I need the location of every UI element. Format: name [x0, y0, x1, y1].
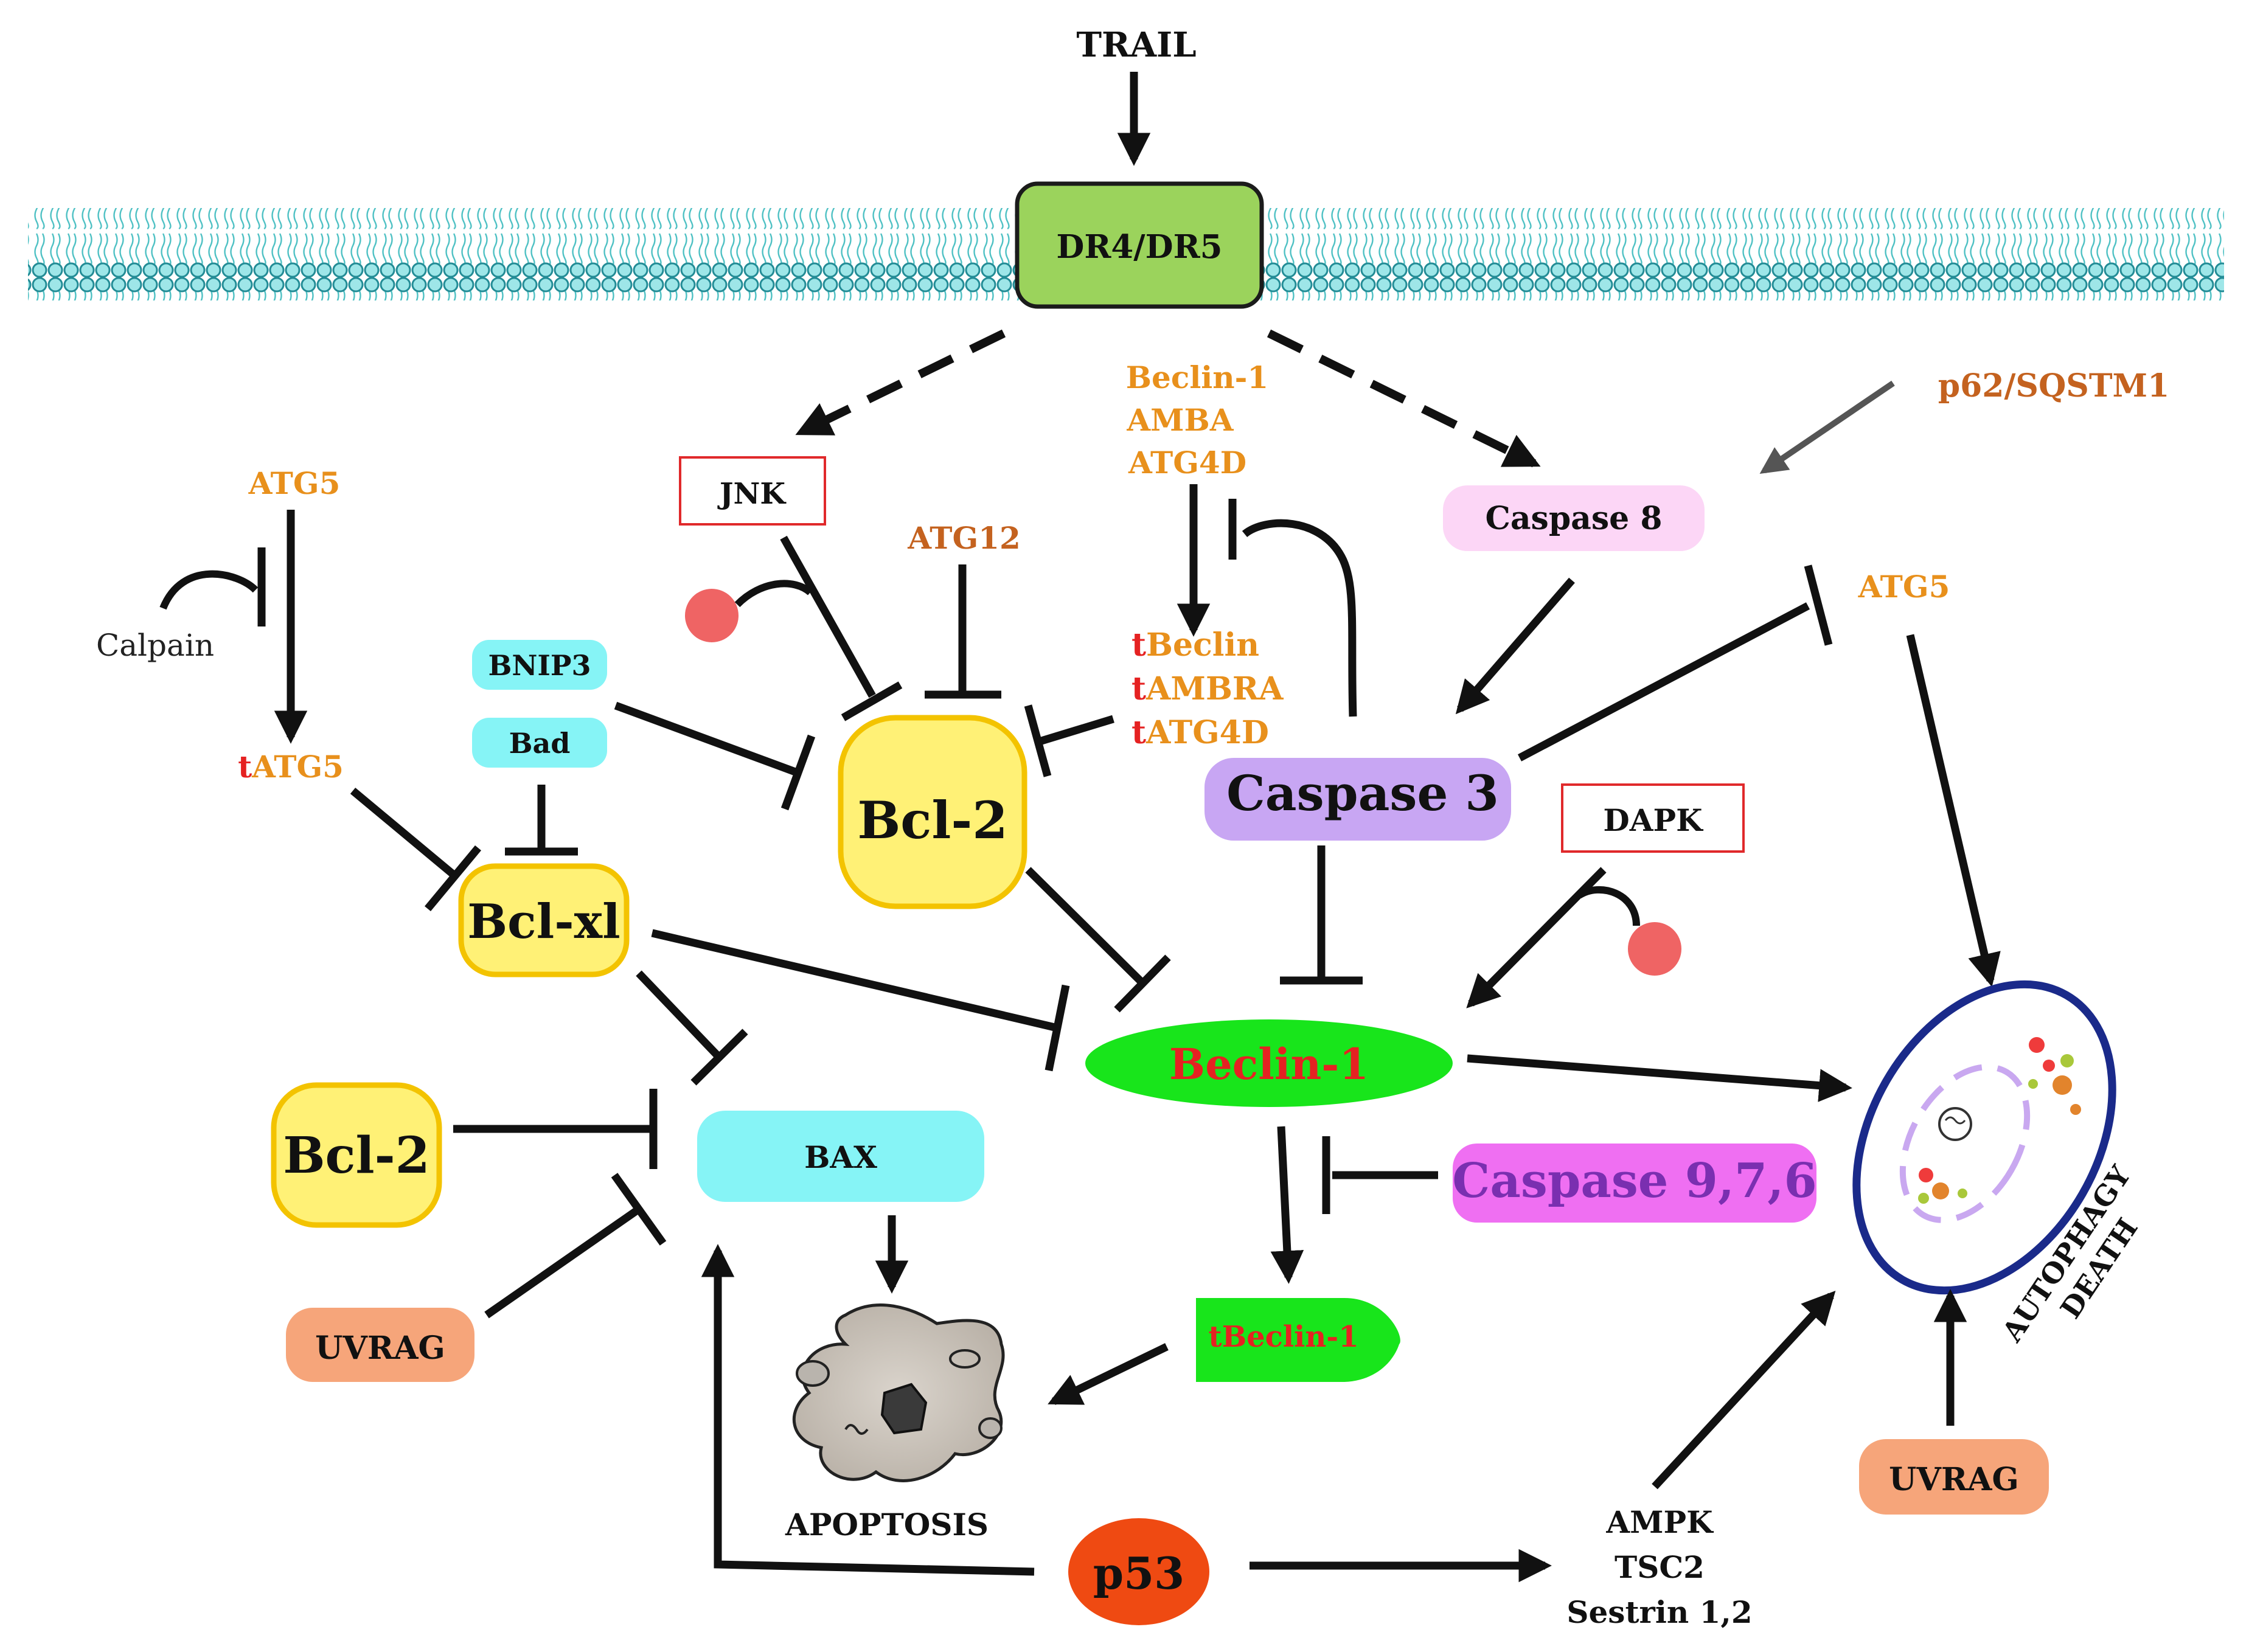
svg-text:JNK: JNK [717, 477, 787, 511]
beclin-group-line-2: AMBA [1126, 402, 1234, 438]
apoptotic-cell-illustration [792, 1303, 1005, 1482]
jnk-inhibitor-curve [734, 580, 813, 608]
truncated-line-1: tBeclin [1131, 626, 1259, 664]
inhibitor-dot-dapk [1628, 922, 1681, 976]
svg-text:Bcl-2: Bcl-2 [283, 1126, 429, 1185]
svg-text:UVRAG: UVRAG [315, 1330, 445, 1367]
receptor-to-jnk-dashed-arrow [795, 329, 1006, 436]
bclxl-inhibits-beclin1-line [651, 929, 1058, 1032]
truncated-inhibits-bcl2-line [1040, 715, 1114, 745]
receptor-label: DR4/DR5 [1056, 228, 1222, 266]
svg-text:Bcl-xl: Bcl-xl [467, 894, 620, 949]
uvrag-inhibits-bax-bar [611, 1173, 667, 1246]
bcl-2-lower-box: Bcl-2 [271, 1082, 442, 1228]
svg-text:BAX: BAX [804, 1139, 877, 1175]
svg-text:Caspase 9,7,6: Caspase 9,7,6 [1452, 1153, 1816, 1209]
svg-text:BNIP3: BNIP3 [488, 649, 591, 682]
dr4-dr5-receptor: DR4/DR5 [1015, 181, 1264, 309]
uvrag-inhibits-bax-line [484, 1206, 641, 1319]
truncated-inhibits-bcl2-bar [1024, 704, 1052, 777]
beclin-group-line-3: ATG4D [1128, 445, 1246, 481]
tbeclin-1-shape: tBeclin-1 [1196, 1298, 1400, 1382]
apoptosis-label: APOPTOSIS [785, 1507, 989, 1543]
bnip3-box: BNIP3 [472, 640, 607, 690]
beclin-1-ellipse: Beclin-1 [1085, 1019, 1453, 1107]
atg5-to-autophagy-arrow [1906, 634, 2001, 987]
tatg5-inhibits-bclxl-bar [424, 845, 482, 912]
truncated-line-3: tATG4D [1131, 714, 1269, 751]
svg-text:tBeclin-1: tBeclin-1 [1208, 1320, 1358, 1354]
ampk-to-autophagy-arrow [1652, 1290, 1836, 1490]
beclin1-to-tbeclin1-arrow [1270, 1126, 1304, 1284]
bcl2-inhibits-beclin1-line [1025, 867, 1145, 986]
p53-ellipse: p53 [1068, 1518, 1209, 1625]
bcl2-inhibits-beclin1-bar [1114, 954, 1171, 1013]
atg5-right-label: ATG5 [1858, 569, 1950, 605]
bclxl-inhibits-beclin1-bar [1045, 984, 1070, 1072]
svg-text:Caspase 8: Caspase 8 [1485, 500, 1662, 537]
caspase-8-box: Caspase 8 [1443, 485, 1705, 551]
tatg5-label: tATG5 [238, 749, 344, 785]
svg-text:Bcl-2: Bcl-2 [857, 790, 1007, 850]
truncated-line-2: tAMBRA [1131, 670, 1284, 707]
bclxl-inhibits-bax-line [636, 970, 722, 1060]
dapk-inhibitor-curve [1577, 886, 1640, 926]
bnip3-inhibits-bcl2-bar [780, 734, 816, 811]
p53-to-bax-arrow [701, 1244, 1035, 1576]
bax-box: BAX [697, 1111, 984, 1202]
bcl-2-upper-box: Bcl-2 [838, 715, 1027, 909]
bclxl-inhibits-bax-bar [690, 1029, 748, 1086]
svg-text:p53: p53 [1093, 1547, 1185, 1599]
uvrag-left-box: UVRAG [286, 1308, 474, 1382]
caspase3-inhibits-atg5-bar [1804, 564, 1833, 646]
autophagic-cell-illustration [1852, 980, 2116, 1295]
sestrin-label: Sestrin 1,2 [1566, 1594, 1752, 1630]
bcl-xl-box: Bcl-xl [458, 863, 630, 977]
svg-text:DAPK: DAPK [1603, 802, 1703, 838]
tbeclin1-to-apoptosis-arrow [1048, 1343, 1169, 1405]
trail-label: TRAIL [1076, 25, 1196, 65]
p62-to-caspase8-arrow [1759, 380, 1895, 474]
svg-text:Beclin-1: Beclin-1 [1169, 1039, 1369, 1089]
svg-text:Caspase 3: Caspase 3 [1226, 765, 1499, 822]
svg-text:Bad: Bad [509, 727, 571, 760]
caspase-9-7-6-box: Caspase 9,7,6 [1452, 1144, 1817, 1223]
caspase3-inhibits-atg5-line [1517, 602, 1810, 762]
ampk-label: AMPK [1605, 1504, 1714, 1540]
jnk-inhibits-bcl2-bar [841, 681, 903, 721]
atg5-left-label: ATG5 [248, 465, 341, 501]
tatg5-inhibits-bclxl-line [350, 788, 458, 879]
caspase8-to-caspase3-arrow [1455, 577, 1575, 715]
svg-text:UVRAG: UVRAG [1889, 1461, 2019, 1498]
calpain-curve [159, 570, 259, 610]
caspase-3-box: Caspase 3 [1204, 758, 1511, 841]
atg12-label: ATG12 [907, 520, 1021, 556]
beclin1-to-autophagy-arrow [1467, 1054, 1852, 1102]
bad-box: Bad [472, 718, 607, 768]
p62-label: p62/SQSTM1 [1938, 367, 2170, 404]
jnk-inhibits-bcl2-line [780, 535, 876, 698]
inhibitor-dot-jnk [685, 589, 739, 642]
receptor-to-caspase8-dashed-arrow [1267, 329, 1541, 468]
uvrag-right-box: UVRAG [1859, 1439, 2049, 1515]
calpain-label: Calpain [96, 628, 214, 663]
beclin-group-line-1: Beclin-1 [1126, 359, 1268, 395]
bnip3-inhibits-bcl2-line [614, 701, 799, 777]
caspase3-cleavage-curve [1242, 519, 1357, 717]
dapk-box: DAPK [1561, 783, 1745, 853]
tsc2-label: TSC2 [1615, 1549, 1705, 1585]
jnk-box: JNK [679, 456, 826, 526]
